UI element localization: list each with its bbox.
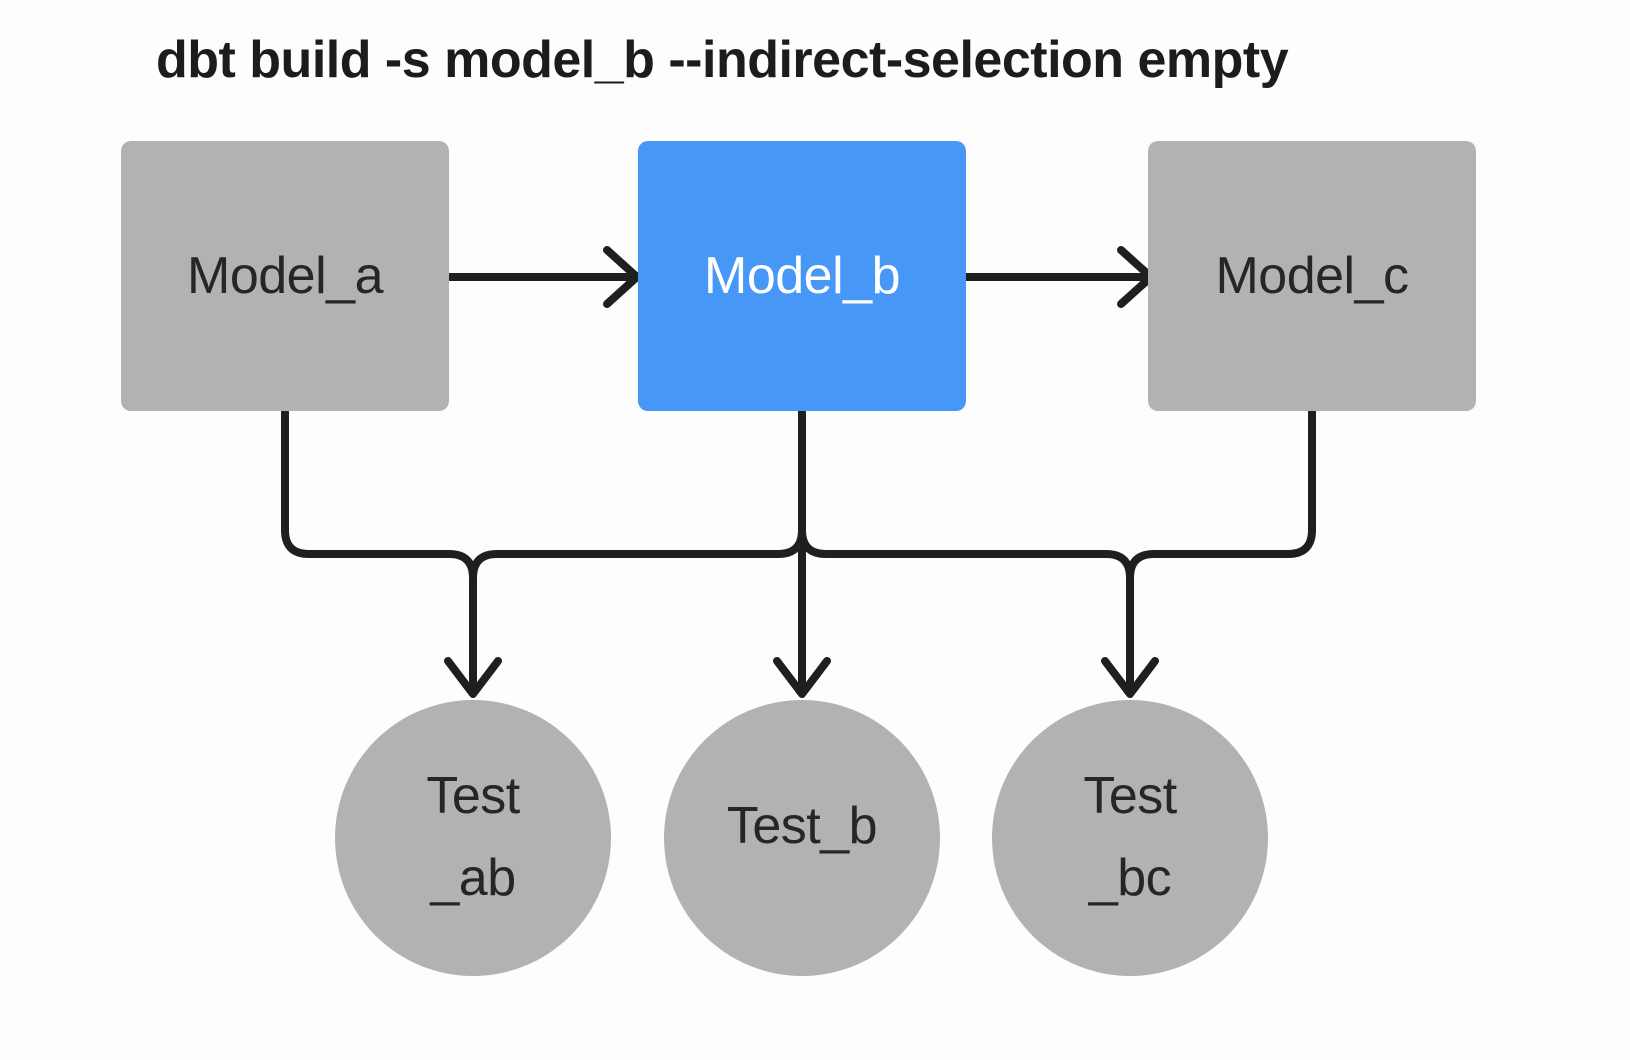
diagram-title: dbt build -s model_b --indirect-selectio… — [156, 31, 1289, 89]
node-test-bc: Test _bc — [992, 700, 1268, 976]
arrowhead-test-b — [773, 657, 831, 698]
node-model-c: Model_c — [1148, 141, 1476, 411]
node-test-bc-label-line2: _bc — [1088, 849, 1172, 907]
edge-model-b-test-ab — [469, 408, 806, 694]
edge-model-b-model-c — [962, 246, 1155, 308]
node-test-ab: Test _ab — [335, 700, 611, 976]
node-model-b-label: Model_b — [704, 247, 900, 305]
node-model-a-label: Model_a — [187, 247, 383, 305]
node-model-c-label: Model_c — [1215, 247, 1409, 305]
edge-model-a-test-ab — [281, 408, 477, 694]
node-model-b-selected: Model_b — [638, 141, 966, 411]
edge-model-a-model-b — [446, 246, 641, 308]
edge-model-b-test-bc — [798, 408, 1134, 694]
edge-model-c-test-bc — [1126, 408, 1316, 694]
arrowhead-test-bc — [1101, 657, 1159, 698]
node-test-ab-label-line1: Test — [426, 767, 520, 826]
node-model-a: Model_a — [121, 141, 449, 411]
node-test-bc-label-line1: Test — [1083, 767, 1177, 826]
node-test-b: Test_b — [664, 700, 940, 976]
node-test-ab-label-line2: _ab — [430, 849, 516, 907]
node-test-b-label-line1: Test_b — [726, 797, 878, 856]
arrowhead-test-ab — [444, 657, 502, 698]
